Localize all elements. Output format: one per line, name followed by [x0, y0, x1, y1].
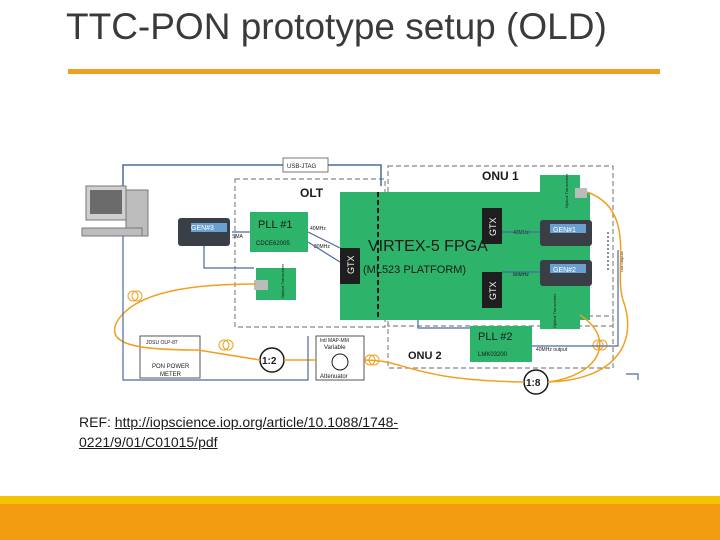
- pon-meter-label-2: METER: [160, 372, 182, 378]
- atten-brand: Intl MAP-MM: [320, 338, 349, 344]
- pll1-block: [250, 212, 308, 252]
- fpga-label: VIRTEX-5 FPGA: [368, 238, 488, 255]
- clk-80-b: 80MHz: [513, 272, 529, 278]
- splitter-1-8-label: 1:8: [526, 378, 541, 389]
- clk-40-b: 40MHz: [513, 230, 529, 236]
- gen3-label: GEN#3: [191, 225, 214, 232]
- pll2-block: [470, 326, 532, 362]
- opt-onu1: [540, 175, 580, 209]
- jdsu-label: JDSU OLP-87: [146, 340, 178, 346]
- pon-meter-label-1: PON POWER: [152, 364, 190, 370]
- footer-orange-bar: [0, 504, 720, 540]
- onu1-label: ONU 1: [482, 169, 519, 183]
- gtx-onu1: [482, 208, 502, 244]
- pll2-chip: LMK03200: [478, 352, 508, 358]
- splitter-1-2-label: 1:2: [262, 356, 277, 367]
- slide-title: TTC-PON prototype setup (OLD): [66, 6, 607, 47]
- opt-onu2-label: Optical Transceiver: [552, 293, 557, 328]
- fiber-onu: [284, 359, 525, 383]
- fiber-main: [113, 283, 261, 361]
- reference: REF: http://iopscience.iop.org/article/1…: [79, 412, 398, 452]
- atten-label-2: Attenuator: [320, 374, 348, 380]
- title-underline: [68, 69, 660, 74]
- olt-label: OLT: [300, 186, 324, 200]
- ref-link[interactable]: http://iopscience.iop.org/article/10.108…: [79, 414, 398, 450]
- ref-link-line2: 0221/9/01/C01015/pdf: [79, 434, 218, 450]
- sma-label: SMA: [232, 234, 244, 240]
- fiber-up: [547, 191, 629, 383]
- opt-onu2: [540, 295, 580, 329]
- clk-40-a: 40MHz: [310, 226, 326, 232]
- usb-jtag-label: USB-JTAG: [287, 164, 317, 170]
- gtx-olt-label: GTX: [346, 255, 356, 274]
- platform-label: (ML523 PLATFORM): [363, 264, 466, 276]
- gtx-olt: [340, 248, 360, 284]
- pll2-label: PLL #2: [478, 331, 512, 343]
- onu2-label: ONU 2: [408, 350, 442, 362]
- pll1-chip: CDCE62005: [256, 241, 290, 247]
- setup-diagram: VIRTEX-5 FPGA (ML523 PLATFORM) GTX GTX G…: [81, 157, 639, 395]
- atten-label-1: Variable: [324, 345, 346, 351]
- scope-out-label: Out outputs: [619, 251, 624, 272]
- ref-label: REF:: [79, 414, 111, 430]
- gtx-onu1-label: GTX: [488, 217, 498, 236]
- gen2-label: GEN#2: [553, 267, 576, 274]
- pll1-label: PLL #1: [258, 219, 292, 231]
- clk-80-a: 80MHz: [314, 244, 330, 250]
- gtx-onu2: [482, 272, 502, 308]
- ref-link-line1: http://iopscience.iop.org/article/10.108…: [114, 414, 399, 430]
- gtx-onu2-label: GTX: [488, 281, 498, 300]
- footer-yellow-bar: [0, 496, 720, 504]
- clk-40-c: 40MHz output: [536, 347, 568, 353]
- opt-olt-label: Optical Transceiver: [280, 263, 285, 298]
- pon-meter: [139, 335, 201, 379]
- gen1-label: GEN#1: [553, 227, 576, 234]
- opt-onu1-label: Optical Transceiver: [564, 173, 569, 208]
